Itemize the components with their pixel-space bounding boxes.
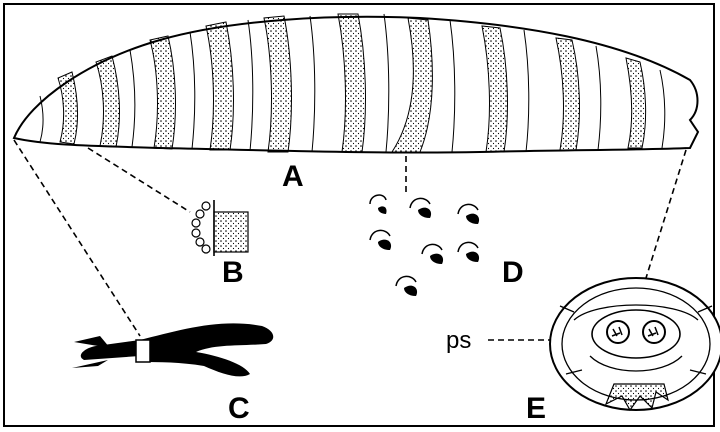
- spinule-band-detail: [192, 200, 248, 256]
- label-e: E: [526, 392, 546, 425]
- posterior-spiracle-illustration: [550, 278, 720, 410]
- label-ps: ps: [446, 327, 471, 354]
- label-b: B: [222, 256, 244, 289]
- label-c: C: [228, 392, 250, 425]
- larva-body-illustration: [14, 14, 698, 153]
- label-a: A: [282, 160, 304, 193]
- cuticular-spines-illustration: [370, 195, 479, 296]
- cephaloskeleton-illustration: [72, 323, 273, 376]
- label-d: D: [502, 256, 524, 289]
